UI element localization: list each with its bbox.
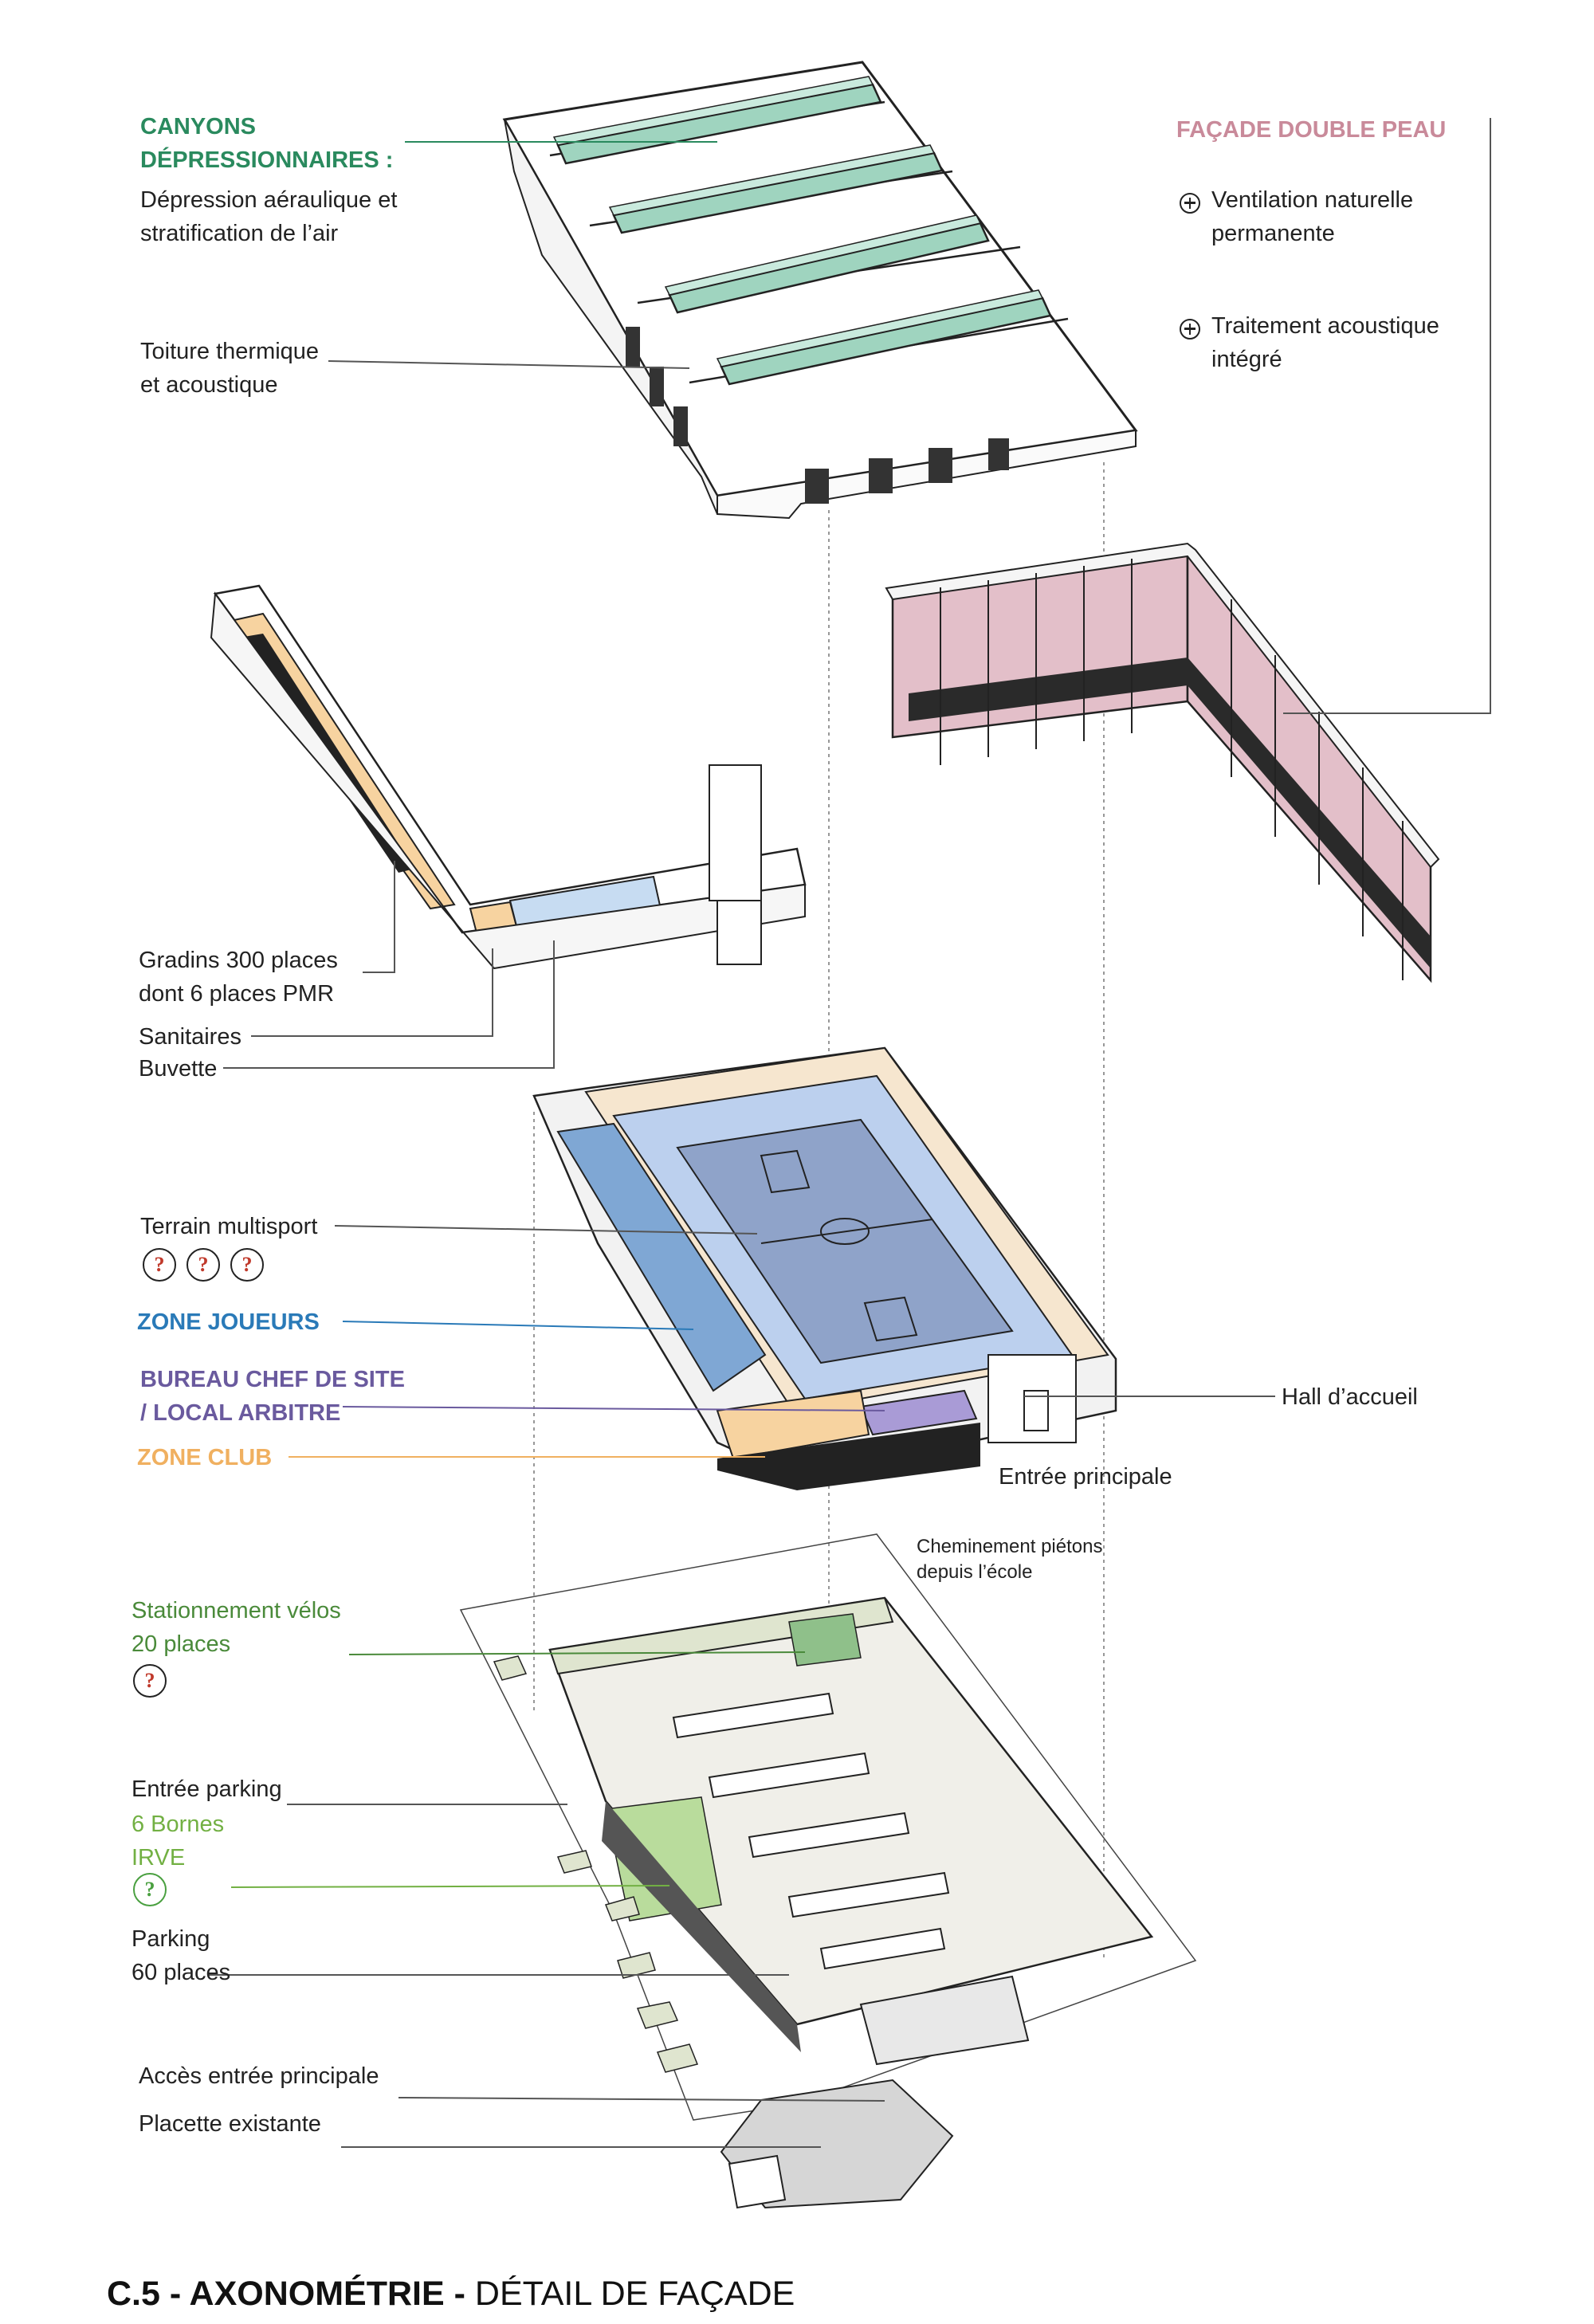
help-mark-icon: ?: [143, 1248, 176, 1282]
entree-principale-label: Entrée principale: [999, 1464, 1172, 1490]
title-subtitle: DÉTAIL DE FAÇADE: [474, 2275, 795, 2313]
court-markings: [760, 1149, 933, 1342]
help-mark-icon: ?: [133, 1664, 167, 1698]
canyon-boxes: [556, 83, 1052, 386]
leader-terrain: [334, 1225, 758, 1235]
leader-buvette: [223, 940, 555, 1069]
parking-label: Parking 60 places: [132, 1926, 231, 1985]
facade-mullions: [940, 559, 1404, 980]
leader-sanitaires: [251, 948, 493, 1037]
leader-velos: [348, 1651, 806, 1655]
leader-toiture: [328, 360, 690, 369]
facade-level: [885, 542, 1440, 983]
stands-level: [210, 584, 807, 970]
gradins-label: Gradins 300 places dont 6 places PMR: [139, 948, 338, 1007]
hall-door: [1023, 1390, 1049, 1431]
stands-stair-tower: [709, 764, 762, 901]
bornes-label: 6 Bornes IRVE: [132, 1812, 225, 1871]
plus-circle-icon: [1180, 319, 1200, 340]
zone-joueurs-label: ZONE JOUEURS: [137, 1309, 320, 1335]
title-code: C.5 - AXONOMÉTRIE -: [107, 2275, 465, 2313]
roof-louvers: [626, 327, 1009, 504]
facade-dark-band: [909, 658, 1431, 968]
bureau-zone: [859, 1389, 978, 1436]
velo-zone: [788, 1613, 862, 1666]
hall-label: Hall d’accueil: [1282, 1384, 1418, 1410]
page-title: C.5 - AXONOMÉTRIE - DÉTAIL DE FAÇADE: [107, 2273, 795, 2314]
zone-club: [716, 1389, 870, 1460]
acces-label: Accès entrée principale: [139, 2063, 379, 2089]
stands-front-face: [210, 591, 806, 970]
leader-gradins: [363, 861, 395, 973]
help-mark-icon: ?: [133, 1873, 167, 1906]
irve-zone: [605, 1796, 722, 1922]
help-mark-icon: ?: [186, 1248, 220, 1282]
roof-level: [502, 61, 1138, 520]
zone-club-label: ZONE CLUB: [137, 1445, 273, 1470]
facade-title: FAÇADE DOUBLE PEAU: [1176, 117, 1447, 143]
canyon-top-faces: [552, 76, 1044, 367]
court-level: [532, 1046, 1117, 1490]
buvette-label: Buvette: [139, 1056, 218, 1082]
landscape-stones: [493, 1655, 699, 2073]
cheminement-label: Cheminement piétons depuis l’école: [917, 1536, 1103, 1583]
placette-label: Placette existante: [139, 2111, 321, 2137]
leader-zone-joueurs: [342, 1321, 694, 1330]
zone-joueurs: [556, 1122, 767, 1392]
leader-bornes: [230, 1885, 670, 1888]
leader-acces: [398, 2097, 885, 2102]
canyons-title: CANYONS DÉPRESSIONNAIRES :: [140, 114, 394, 173]
acoustique-text: Traitement acoustique intégré: [1211, 313, 1439, 372]
leader-facade: [1283, 118, 1491, 714]
parking-islands: [672, 1692, 950, 1970]
parking-back-wall: [548, 1596, 894, 1675]
court-inner: [676, 1118, 1014, 1364]
leader-lines: [207, 118, 1491, 2148]
leader-bureau: [342, 1406, 885, 1411]
stands-core: [717, 900, 762, 965]
help-mark-icon: ?: [230, 1248, 264, 1282]
canyons-desc: Dépression aéraulique et stratification …: [140, 187, 398, 246]
bureau-label: BUREAU CHEF DE SITE / LOCAL ARBITRE: [140, 1367, 405, 1426]
parking-level: [459, 1533, 1197, 2209]
parking-stairs: [859, 1975, 1030, 2066]
sanitaires-label: Sanitaires: [139, 1024, 241, 1050]
terrain-label: Terrain multisport: [140, 1214, 318, 1239]
parking-front-wall: [602, 1801, 801, 2052]
ventilation-text: Ventilation naturelle permanente: [1211, 187, 1414, 246]
court-dark-base: [717, 1423, 980, 1490]
entree-parking-label: Entrée parking: [132, 1776, 282, 1802]
velos-label: Stationnement vélos 20 places: [132, 1598, 341, 1657]
plus-circle-icon: [1180, 193, 1200, 214]
pavilion: [728, 2154, 787, 2209]
toiture-label: Toiture thermique et acoustique: [140, 339, 320, 398]
facade-top: [885, 542, 1440, 869]
